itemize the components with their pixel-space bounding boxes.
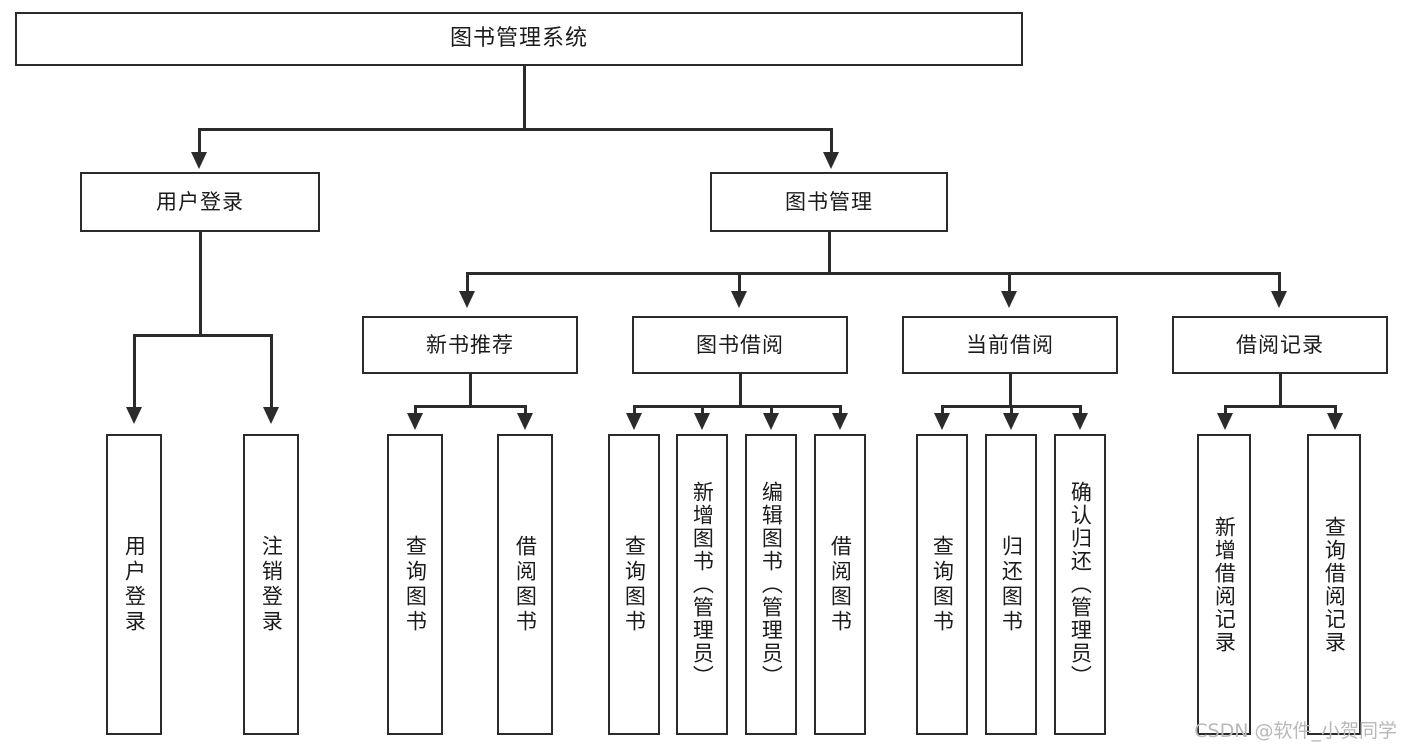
node-label: 新增借阅记录 — [1212, 515, 1237, 654]
connector-root-to-bookmgmt — [830, 128, 833, 154]
node-label: 借阅记录 — [1236, 332, 1324, 357]
connector-bookmgmt-stem — [828, 232, 831, 273]
arrow-currentborrow-child2 — [1003, 413, 1019, 430]
connector-borrowrecord-child2 — [1334, 405, 1337, 415]
node-label: 查询图书 — [622, 534, 647, 635]
node-new-book-recommend[interactable]: 新书推荐 — [362, 316, 578, 374]
arrow-newbook-child2 — [517, 413, 533, 430]
node-label: 用户登录 — [156, 189, 244, 214]
connector-bookmgmt-child4 — [1278, 272, 1281, 293]
arrow-bookborrow-child1 — [626, 413, 642, 430]
connector-userlogin-child1 — [133, 334, 136, 409]
node-label: 确认归还（管理员） — [1068, 481, 1093, 688]
arrow-bookmgmt-child1 — [459, 291, 475, 308]
connector-bookborrow-child3 — [770, 405, 773, 415]
arrow-userlogin-child1 — [126, 407, 142, 424]
node-root-system[interactable]: 图书管理系统 — [15, 12, 1023, 66]
leaf-borrow-book-newbook[interactable]: 借阅图书 — [497, 434, 553, 735]
connector-currentborrow-child2 — [1010, 405, 1013, 415]
csdn-watermark: CSDN @软件_小贺同学 — [1194, 720, 1397, 742]
connector-newbook-child2 — [524, 405, 527, 415]
connector-bookborrow-child2 — [701, 405, 704, 415]
node-label: 查询借阅记录 — [1322, 515, 1347, 654]
leaf-query-book-current[interactable]: 查询图书 — [916, 434, 968, 735]
connector-currentborrow-stem — [1009, 374, 1012, 406]
leaf-add-borrow-record[interactable]: 新增借阅记录 — [1197, 434, 1251, 735]
leaf-return-book[interactable]: 归还图书 — [985, 434, 1037, 735]
node-label: 新增图书（管理员） — [690, 481, 715, 688]
node-user-login[interactable]: 用户登录 — [80, 172, 320, 232]
leaf-add-book-admin[interactable]: 新增图书（管理员） — [676, 434, 728, 735]
connector-bookmgmt-child1 — [466, 272, 469, 293]
node-label: 借阅图书 — [513, 534, 538, 635]
arrow-currentborrow-child1 — [934, 413, 950, 430]
connector-newbook-child1 — [414, 405, 417, 415]
node-label: 编辑图书（管理员） — [759, 481, 784, 688]
connector-bookmgmt-child3 — [1008, 272, 1011, 293]
leaf-user-login[interactable]: 用户登录 — [106, 434, 162, 735]
arrow-bookmgmt-child3 — [1001, 291, 1017, 308]
node-label: 查询图书 — [403, 534, 428, 635]
node-book-borrow[interactable]: 图书借阅 — [632, 316, 848, 374]
arrow-bookmgmt-child2 — [731, 291, 747, 308]
node-book-management[interactable]: 图书管理 — [710, 172, 948, 232]
leaf-query-book-newbook[interactable]: 查询图书 — [387, 434, 443, 735]
arrow-borrowrecord-child2 — [1327, 413, 1343, 430]
connector-newbook-stem — [469, 374, 472, 406]
connector-root-stem — [523, 66, 526, 129]
arrow-bookborrow-child3 — [763, 413, 779, 430]
leaf-logout[interactable]: 注销登录 — [243, 434, 299, 735]
node-label: 查询图书 — [930, 534, 955, 635]
leaf-query-book-borrow[interactable]: 查询图书 — [608, 434, 660, 735]
connector-bookborrow-stem — [739, 374, 742, 406]
connector-borrowrecord-stem — [1279, 374, 1282, 406]
node-label: 图书管理系统 — [449, 26, 588, 52]
arrow-root-to-userlogin — [191, 152, 207, 169]
connector-bookborrow-bar — [633, 405, 841, 408]
node-label: 归还图书 — [999, 534, 1024, 635]
connector-currentborrow-child3 — [1079, 405, 1082, 415]
connector-currentborrow-child1 — [941, 405, 944, 415]
node-label: 用户登录 — [122, 534, 147, 635]
arrow-userlogin-child2 — [263, 407, 279, 424]
node-label: 图书管理 — [785, 189, 873, 214]
arrow-newbook-child1 — [407, 413, 423, 430]
connector-bookborrow-child1 — [633, 405, 636, 415]
connector-borrowrecord-bar — [1224, 405, 1336, 408]
connector-root-to-userlogin — [198, 128, 201, 154]
node-current-borrow[interactable]: 当前借阅 — [902, 316, 1118, 374]
node-label: 注销登录 — [259, 534, 284, 635]
node-label: 当前借阅 — [966, 332, 1054, 357]
connector-root-bar — [198, 128, 832, 131]
arrow-borrowrecord-child1 — [1217, 413, 1233, 430]
arrow-bookborrow-child4 — [832, 413, 848, 430]
arrow-root-to-bookmgmt — [823, 152, 839, 169]
arrow-bookborrow-child2 — [694, 413, 710, 430]
arrow-bookmgmt-child4 — [1271, 291, 1287, 308]
connector-bookmgmt-bar — [466, 272, 1280, 275]
node-label: 图书借阅 — [696, 332, 784, 357]
leaf-confirm-return-admin[interactable]: 确认归还（管理员） — [1054, 434, 1106, 735]
leaf-edit-book-admin[interactable]: 编辑图书（管理员） — [745, 434, 797, 735]
connector-bookborrow-child4 — [839, 405, 842, 415]
leaf-query-borrow-record[interactable]: 查询借阅记录 — [1307, 434, 1361, 735]
connector-newbook-bar — [414, 405, 526, 408]
node-borrow-record[interactable]: 借阅记录 — [1172, 316, 1388, 374]
connector-userlogin-bar — [133, 334, 272, 337]
connector-userlogin-stem — [199, 232, 202, 335]
node-label: 新书推荐 — [426, 332, 514, 357]
connector-bookmgmt-child2 — [738, 272, 741, 293]
arrow-currentborrow-child3 — [1072, 413, 1088, 430]
connector-borrowrecord-child1 — [1224, 405, 1227, 415]
leaf-borrow-book[interactable]: 借阅图书 — [814, 434, 866, 735]
node-label: 借阅图书 — [828, 534, 853, 635]
connector-userlogin-child2 — [270, 334, 273, 409]
